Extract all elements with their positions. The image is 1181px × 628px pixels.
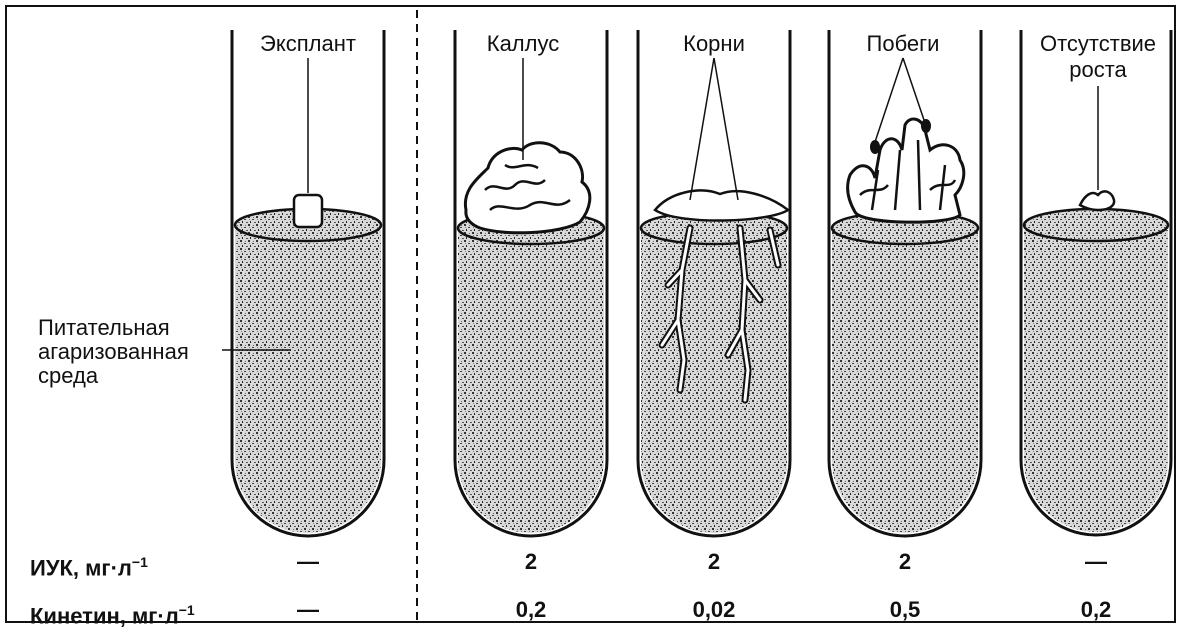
- label-roots: Корни: [683, 32, 745, 56]
- shoots-plantlets: [848, 119, 964, 222]
- row-label-iuk-exponent: −1: [132, 554, 148, 570]
- label-callus: Каллус: [487, 32, 559, 56]
- iuk-value-shoots: 2: [899, 550, 911, 574]
- explant-no-growth: [1080, 191, 1114, 210]
- row-label-iuk: ИУК, мг·л−1: [30, 550, 148, 580]
- iuk-value-callus: 2: [525, 550, 537, 574]
- medium-label-line2: агаризованная: [38, 340, 189, 364]
- explant-piece: [294, 195, 322, 227]
- kinetin-value-roots: 0,02: [693, 598, 736, 622]
- iuk-value-explant: —: [297, 550, 319, 574]
- tube-shoots: [829, 30, 981, 536]
- row-label-kinetin-exponent: −1: [179, 602, 195, 618]
- row-label-iuk-text: ИУК, мг·л: [30, 555, 132, 580]
- label-no-growth-line1: Отсутствие: [1040, 32, 1156, 56]
- kinetin-value-explant: —: [297, 598, 319, 622]
- row-label-kinetin-text: Кинетин, мг·л: [30, 603, 179, 628]
- tube-roots: [638, 30, 790, 536]
- callus-mass: [465, 143, 589, 233]
- medium-label-line1: Питательная: [38, 316, 170, 340]
- row-label-kinetin: Кинетин, мг·л−1: [30, 598, 195, 628]
- label-no-growth-line2: роста: [1069, 58, 1127, 82]
- medium-label-line3: среда: [38, 364, 98, 388]
- iuk-value-roots: 2: [708, 550, 720, 574]
- label-explant: Эксплант: [260, 32, 356, 56]
- label-shoots: Побеги: [867, 32, 940, 56]
- kinetin-value-shoots: 0,5: [890, 598, 921, 622]
- tube-explant: [232, 30, 384, 536]
- tube-callus: [455, 30, 607, 536]
- kinetin-value-no-growth: 0,2: [1081, 598, 1112, 622]
- tube-no-growth: [1021, 30, 1171, 535]
- iuk-value-no-growth: —: [1085, 550, 1107, 574]
- kinetin-value-callus: 0,2: [516, 598, 547, 622]
